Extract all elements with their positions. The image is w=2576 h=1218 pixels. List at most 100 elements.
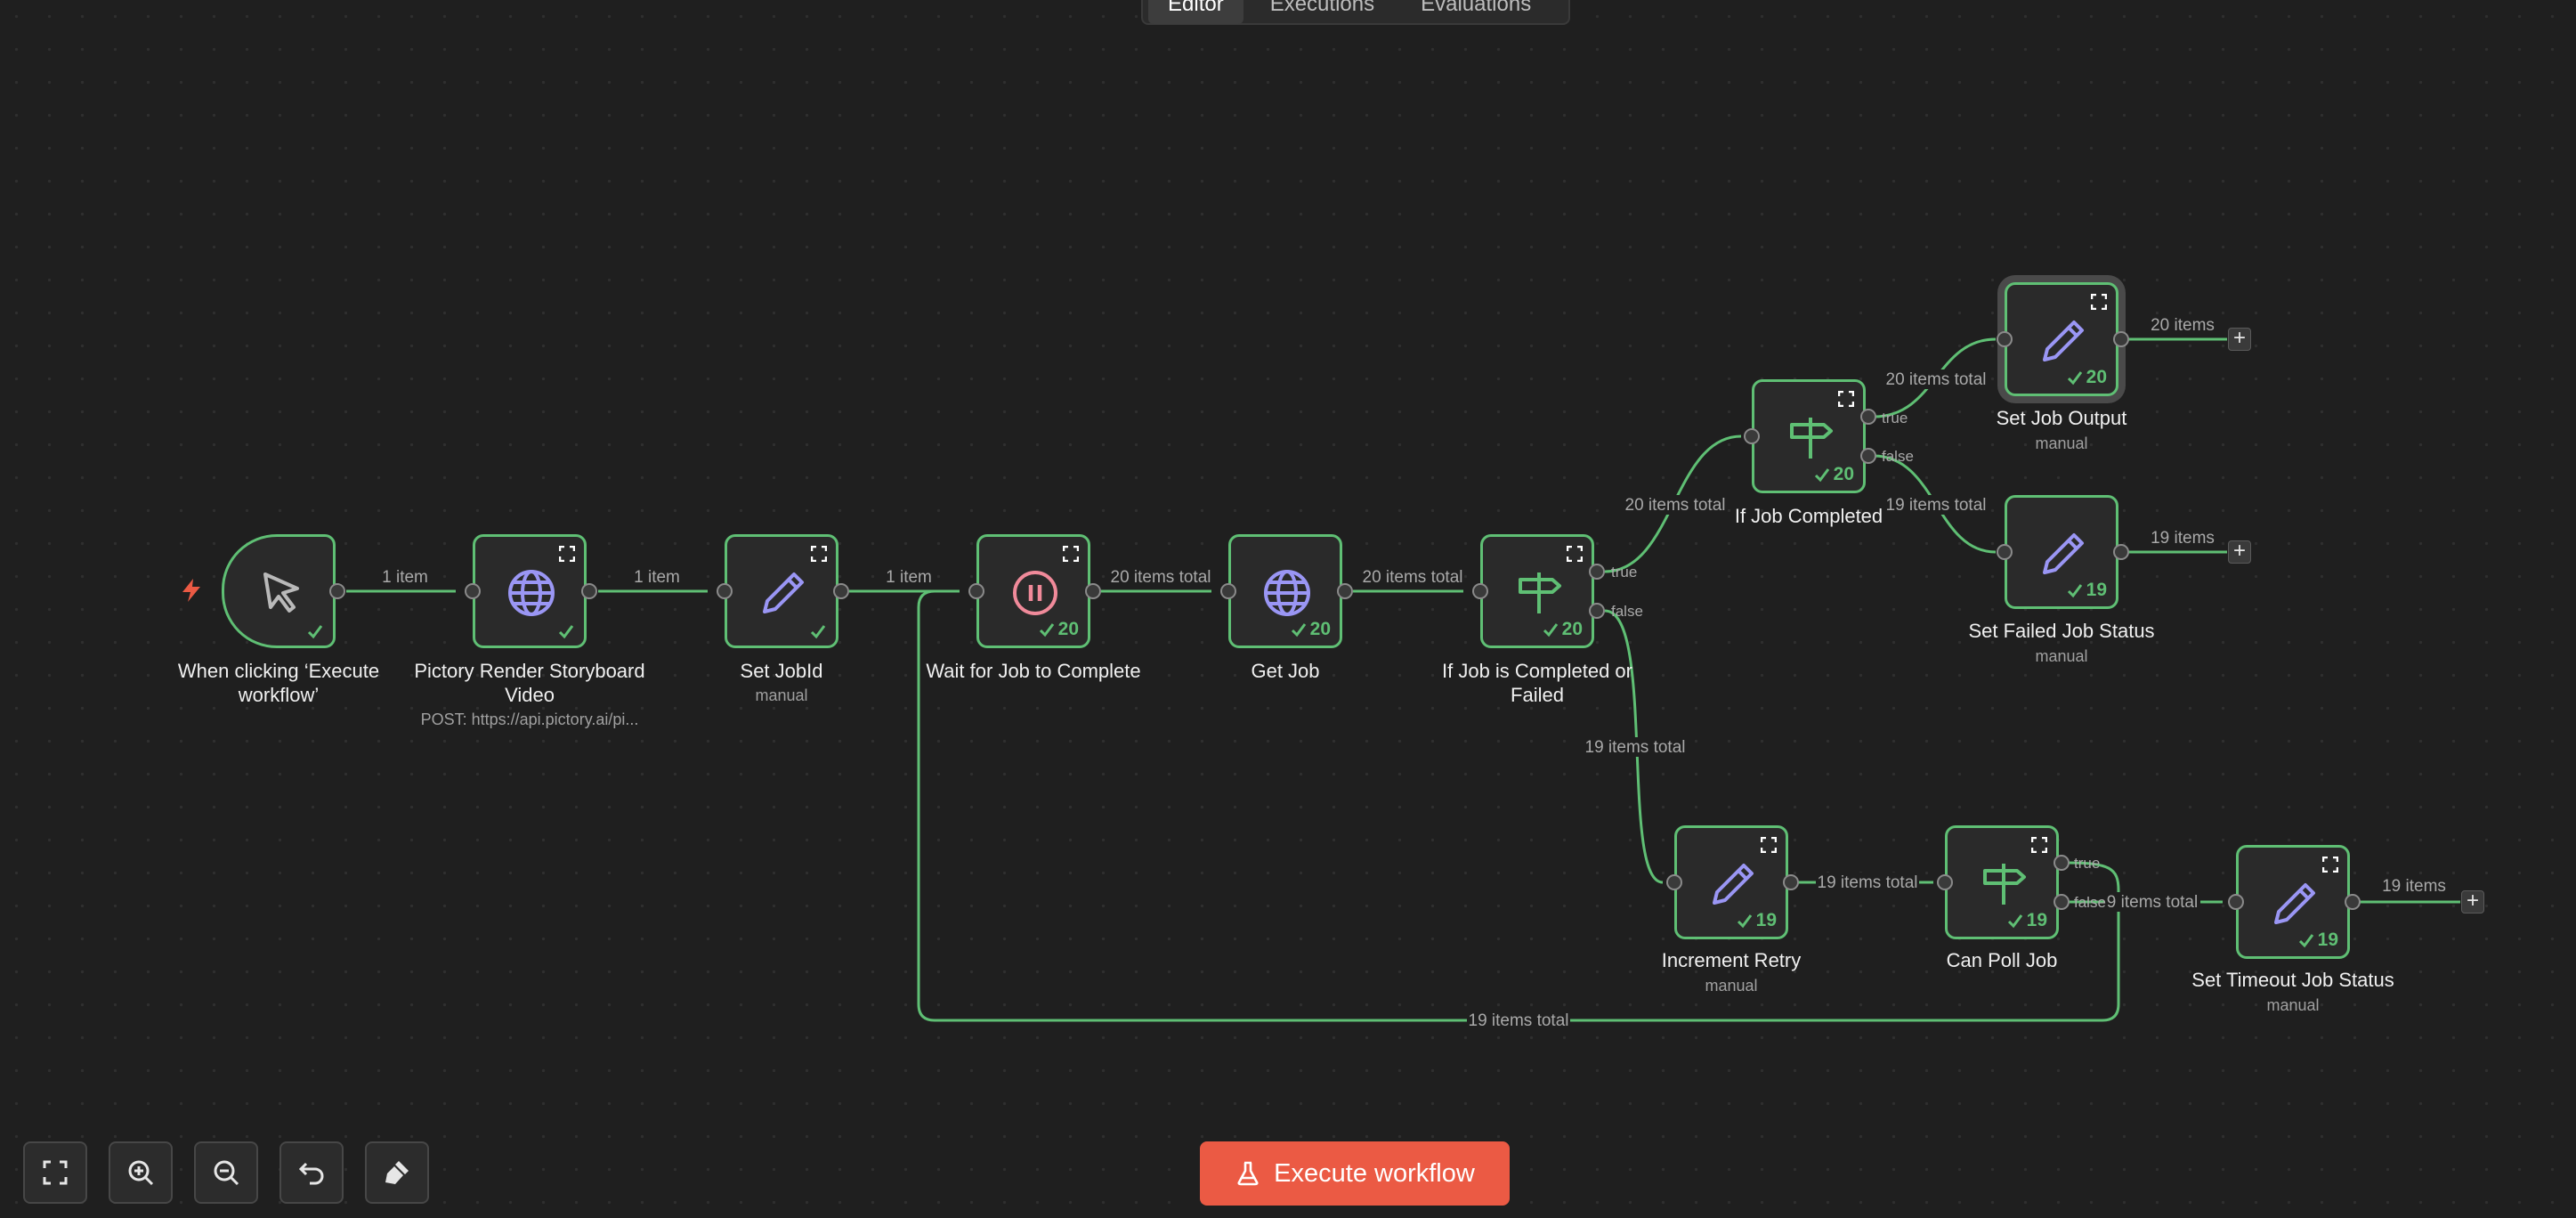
- node-title: Get Job: [1251, 660, 1320, 682]
- trigger-bolt-icon: [182, 579, 200, 602]
- expand-icon[interactable]: [2091, 294, 2107, 310]
- input-port[interactable]: [1997, 544, 2013, 560]
- output-port[interactable]: [2113, 544, 2129, 560]
- expand-icon[interactable]: [1761, 837, 1777, 853]
- expand-icon[interactable]: [2322, 857, 2338, 873]
- input-port[interactable]: [1220, 583, 1236, 599]
- edge-label-trigger-pictory: 1 item: [377, 567, 433, 587]
- node-wait[interactable]: 20: [976, 534, 1090, 648]
- success-status: [306, 622, 324, 640]
- signpost-icon: [1519, 572, 1561, 613]
- node-get-job[interactable]: 20: [1228, 534, 1342, 648]
- input-port[interactable]: [2228, 894, 2244, 910]
- input-port[interactable]: [968, 583, 984, 599]
- output-port[interactable]: [581, 583, 597, 599]
- item-count: 20: [2086, 367, 2107, 387]
- expand-icon[interactable]: [559, 546, 575, 562]
- pencil-icon: [2043, 321, 2084, 361]
- output-port[interactable]: [329, 583, 345, 599]
- input-port[interactable]: [465, 583, 481, 599]
- node-title: Set JobId: [740, 660, 823, 682]
- edge-label-canpoll-timeout: 9 items total: [2104, 892, 2200, 912]
- node-title: Wait for Job to Complete: [926, 660, 1141, 682]
- add-node-button[interactable]: +: [2228, 328, 2251, 351]
- edge-label-loop: 19 items total: [1467, 1011, 1570, 1030]
- check-icon: [307, 625, 323, 639]
- output-port[interactable]: [1085, 583, 1101, 599]
- node-if-completed-or-failed[interactable]: 20: [1480, 534, 1594, 648]
- pencil-icon: [1713, 864, 1754, 905]
- node-title: If Job is Completed or Failed: [1442, 660, 1632, 706]
- edge-label-timeout-end: 19 items: [2380, 876, 2448, 896]
- output-port-true[interactable]: [1860, 409, 1876, 425]
- zoom-in-button[interactable]: [109, 1141, 173, 1204]
- check-icon: [1039, 623, 1054, 637]
- item-count: 19: [2026, 910, 2047, 930]
- item-count: 19: [1755, 910, 1777, 930]
- node-title: When clicking ‘Execute workflow’: [177, 660, 380, 706]
- input-port[interactable]: [1997, 331, 2013, 347]
- input-port[interactable]: [1472, 583, 1488, 599]
- output-port[interactable]: [1337, 583, 1353, 599]
- svg-text:19 items: 19 items: [2151, 529, 2215, 548]
- globe-icon: [508, 570, 555, 616]
- input-port[interactable]: [717, 583, 733, 599]
- undo-button[interactable]: [279, 1141, 344, 1204]
- clear-icon: [385, 1161, 409, 1184]
- pencil-icon: [763, 572, 804, 613]
- tab-executions[interactable]: Executions: [1269, 0, 1375, 16]
- node-set-failed-status[interactable]: 19: [2005, 495, 2118, 609]
- check-icon: [1814, 468, 1829, 483]
- node-increment-retry[interactable]: 19: [1674, 825, 1788, 939]
- output-port[interactable]: [2113, 331, 2129, 347]
- node-title: Increment Retry: [1661, 949, 1802, 971]
- expand-icon[interactable]: [1838, 391, 1854, 407]
- output-port-true[interactable]: [2054, 855, 2070, 871]
- zoom-out-button[interactable]: [194, 1141, 258, 1204]
- node-if-job-completed[interactable]: 20: [1752, 379, 1866, 493]
- svg-text:20 items total: 20 items total: [1363, 568, 1463, 587]
- node-set-jobid[interactable]: [725, 534, 838, 648]
- node-subtitle: manual: [2035, 434, 2088, 452]
- input-port[interactable]: [1937, 874, 1953, 890]
- svg-text:19 items total: 19 items total: [1818, 873, 1918, 892]
- output-port-false[interactable]: [1860, 448, 1876, 464]
- execute-workflow-button[interactable]: Execute workflow: [1200, 1141, 1510, 1206]
- tab-editor[interactable]: Editor: [1148, 0, 1243, 24]
- output-port-false[interactable]: [2054, 894, 2070, 910]
- output-port[interactable]: [833, 583, 849, 599]
- output-port-false[interactable]: [1589, 603, 1605, 619]
- node-subtitle: POST: https://api.pictory.ai/pi...: [420, 710, 639, 728]
- node-pictory-render[interactable]: [473, 534, 587, 648]
- item-count: 20: [1833, 464, 1854, 484]
- expand-icon[interactable]: [1063, 546, 1079, 562]
- node-title: Set Timeout Job Status: [2191, 969, 2394, 991]
- add-node-button[interactable]: +: [2228, 540, 2251, 564]
- node-can-poll-job[interactable]: 19: [1945, 825, 2059, 939]
- node-set-timeout-status[interactable]: 19: [2236, 845, 2350, 959]
- input-port[interactable]: [1744, 428, 1760, 444]
- expand-icon[interactable]: [811, 546, 827, 562]
- signpost-icon: [1790, 418, 1833, 459]
- tab-evaluations[interactable]: Evaluations: [1421, 0, 1532, 16]
- add-node-button[interactable]: +: [2461, 890, 2484, 914]
- output-port-true[interactable]: [1589, 564, 1605, 580]
- svg-text:20 items total: 20 items total: [1625, 496, 1726, 515]
- node-trigger[interactable]: [222, 534, 336, 648]
- svg-text:9 items total: 9 items total: [2107, 893, 2198, 912]
- success-status: 19: [2297, 930, 2338, 951]
- edge-canpoll-true-loop[interactable]: [917, 589, 2120, 1022]
- fit-view-button[interactable]: [23, 1141, 87, 1204]
- svg-text:1 item: 1 item: [886, 568, 932, 587]
- edge-label-wait-getjob: 20 items total: [1109, 567, 1212, 587]
- expand-icon[interactable]: [1567, 546, 1583, 562]
- input-port[interactable]: [1666, 874, 1682, 890]
- check-icon: [1291, 623, 1306, 637]
- output-port[interactable]: [2345, 894, 2361, 910]
- clear-button[interactable]: [365, 1141, 429, 1204]
- output-port[interactable]: [1783, 874, 1799, 890]
- node-subtitle: manual: [1705, 977, 1758, 995]
- node-set-job-output[interactable]: 20: [2005, 282, 2118, 396]
- expand-icon[interactable]: [2031, 837, 2047, 853]
